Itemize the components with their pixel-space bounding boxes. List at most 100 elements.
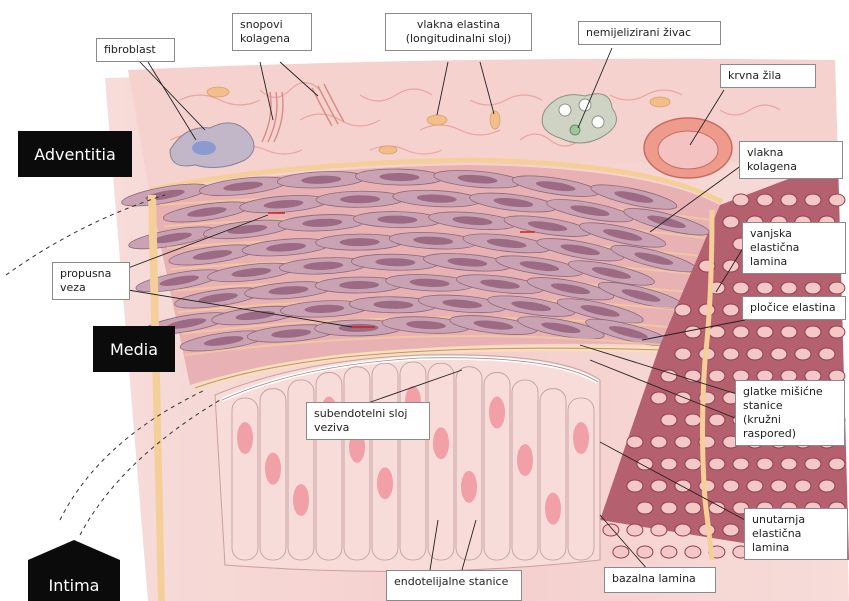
side-wall-cell: [685, 502, 701, 514]
side-wall-cell: [747, 480, 763, 492]
label-gap-junction-line1: propusna: [60, 267, 122, 281]
side-wall-cell: [675, 480, 691, 492]
side-wall-cell: [651, 436, 667, 448]
label-fibroblast-text: fibroblast: [104, 43, 156, 56]
label-elastin-fibers-line2: (longitudinalni sloj): [393, 32, 524, 46]
label-basal-lamina: bazalna lamina: [604, 567, 716, 593]
side-wall-cell: [613, 546, 629, 558]
endothelial-nucleus: [461, 471, 477, 503]
label-fibroblast: fibroblast: [96, 38, 175, 62]
side-wall-cell: [757, 326, 773, 338]
side-wall-cell: [661, 370, 677, 382]
endothelial-nucleus: [489, 397, 505, 429]
side-wall-cell: [637, 546, 653, 558]
label-collagen-bundles-line1: snopovi: [240, 18, 304, 32]
side-wall-cell: [819, 480, 835, 492]
intima-tab: Intima: [28, 540, 120, 601]
side-wall-cell: [723, 216, 739, 228]
side-wall-cell: [805, 458, 821, 470]
side-wall-cell: [699, 480, 715, 492]
adventitia-tab: Adventitia: [18, 131, 132, 177]
label-smooth-muscle: glatke mišićne stanice (kružni raspored): [735, 380, 845, 446]
endothelial-nucleus: [377, 467, 393, 499]
side-wall-cell: [651, 480, 667, 492]
side-wall-cell: [661, 502, 677, 514]
side-wall-cell: [661, 458, 677, 470]
endothelial-cell: [540, 389, 566, 560]
label-blood-vessel-text: krvna žila: [728, 69, 781, 82]
side-wall-cell: [661, 414, 677, 426]
endothelial-cell: [344, 367, 370, 560]
endothelial-nucleus: [265, 453, 281, 485]
label-elastin-fibers: vlakna elastina (longitudinalni sloj): [385, 13, 532, 51]
side-wall-cell: [709, 370, 725, 382]
side-wall-cell: [781, 458, 797, 470]
side-wall-cell: [805, 282, 821, 294]
endothelial-cell: [428, 363, 454, 560]
label-external-elastic-lamina-line1: vanjska elastična: [750, 227, 838, 255]
side-wall-cell: [757, 458, 773, 470]
label-internal-elastic-lamina: unutarnja elastična lamina: [744, 508, 848, 560]
label-internal-elastic-lamina-line2: elastična lamina: [752, 527, 840, 555]
side-wall-cell: [685, 458, 701, 470]
side-wall-cell: [675, 348, 691, 360]
side-wall-cell: [675, 392, 691, 404]
label-collagen-fibers: vlakna kolagena: [739, 141, 843, 179]
label-unmyelinated-nerve-text: nemijelizirani živac: [586, 26, 691, 39]
label-collagen-fibers-text: vlakna kolagena: [747, 146, 797, 173]
side-wall-cell: [733, 326, 749, 338]
side-wall-cell: [781, 194, 797, 206]
label-blood-vessel: krvna žila: [720, 64, 816, 88]
side-wall-cell: [733, 282, 749, 294]
side-wall-cell: [637, 502, 653, 514]
endothelial-cell: [372, 363, 398, 560]
side-wall-cell: [675, 524, 691, 536]
side-wall-cell: [723, 348, 739, 360]
side-wall-cell: [781, 326, 797, 338]
side-wall-cell: [805, 326, 821, 338]
side-wall-cell: [627, 480, 643, 492]
side-wall-cell: [723, 480, 739, 492]
endothelial-cell: [456, 367, 482, 560]
label-external-elastic-lamina: vanjska elastična lamina: [742, 222, 846, 274]
label-basal-lamina-text: bazalna lamina: [612, 572, 696, 585]
side-wall-cell: [819, 348, 835, 360]
endothelial-nucleus: [433, 427, 449, 459]
label-gap-junction-line2: veza: [60, 281, 122, 295]
side-wall-cell: [829, 282, 845, 294]
label-collagen-bundles: snopovi kolagena: [232, 13, 312, 51]
label-smooth-muscle-line2: stanice: [743, 399, 837, 413]
label-unmyelinated-nerve: nemijelizirani živac: [578, 21, 721, 45]
side-wall-cell: [733, 194, 749, 206]
side-wall-cell: [723, 304, 739, 316]
side-wall-cell: [795, 480, 811, 492]
label-endothelial-cells-text: endotelijalne stanice: [394, 575, 508, 588]
side-wall-cell: [685, 414, 701, 426]
endothelial-nucleus: [545, 493, 561, 525]
side-wall-cell: [637, 458, 653, 470]
side-wall-cell: [675, 304, 691, 316]
side-wall-cell: [757, 194, 773, 206]
side-wall-cell: [781, 282, 797, 294]
side-wall-cell: [685, 326, 701, 338]
side-wall-cell: [795, 348, 811, 360]
side-wall-cell: [651, 524, 667, 536]
side-wall-cell: [733, 458, 749, 470]
side-wall-cell: [685, 546, 701, 558]
side-wall-cell: [661, 546, 677, 558]
endothelial-nucleus: [237, 422, 253, 454]
side-wall-cell: [709, 414, 725, 426]
side-wall-cell: [829, 194, 845, 206]
label-elastin-plates-text: pločice elastina: [750, 301, 836, 314]
side-wall-cell: [675, 436, 691, 448]
label-smooth-muscle-line1: glatke mišićne: [743, 385, 837, 399]
endothelial-nucleus: [293, 484, 309, 516]
side-wall-cell: [771, 480, 787, 492]
label-subendothelial-layer-line2: veziva: [314, 421, 422, 435]
label-subendothelial-layer: subendotelni sloj veziva: [306, 402, 430, 440]
side-wall-cell: [723, 524, 739, 536]
label-smooth-muscle-line3: (kružni raspored): [743, 413, 837, 441]
label-subendothelial-layer-line1: subendotelni sloj: [314, 407, 422, 421]
side-wall-cell: [805, 194, 821, 206]
